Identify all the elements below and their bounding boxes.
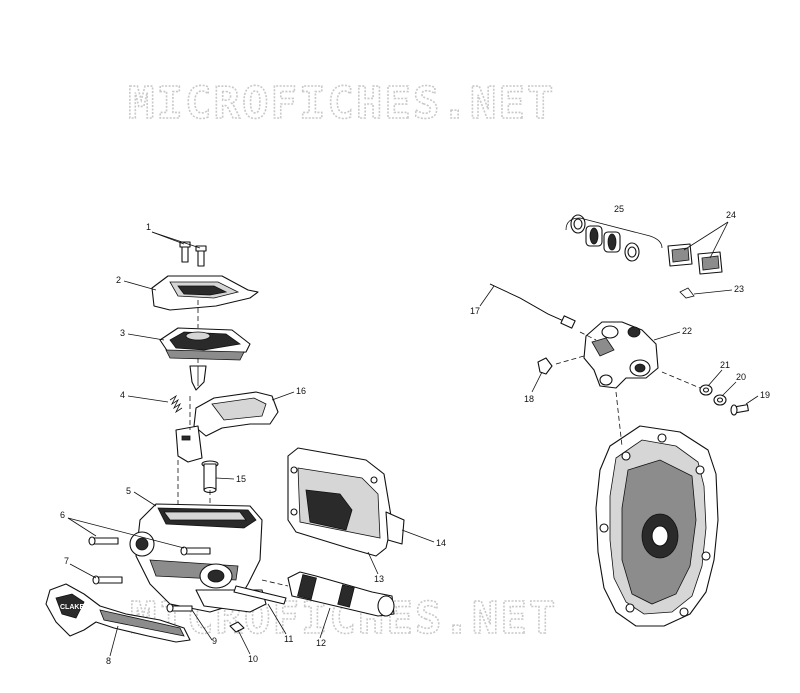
part-12-piston bbox=[287, 571, 395, 617]
callout-11: 11 bbox=[284, 634, 293, 644]
part-25-caliper-pistons bbox=[570, 214, 640, 262]
part-9-screw bbox=[166, 603, 193, 613]
callout-15: 15 bbox=[236, 474, 246, 484]
part-16-bracket bbox=[175, 391, 279, 463]
part-20-washer bbox=[713, 394, 727, 406]
callout-12: 12 bbox=[316, 638, 326, 648]
callout-20: 20 bbox=[736, 372, 746, 382]
callout-14: 14 bbox=[436, 538, 446, 548]
part-19-bolt bbox=[730, 404, 749, 416]
callout-25: 25 bbox=[614, 204, 624, 214]
part-22-caliper bbox=[583, 321, 659, 389]
watermark-top: MICROFICHES.NET bbox=[128, 78, 555, 129]
part-8-brake-lever: CLAKE bbox=[45, 583, 191, 643]
assembly-lines-left bbox=[177, 300, 289, 587]
part-18-bleeder bbox=[537, 357, 553, 375]
part-21-washer bbox=[699, 384, 713, 396]
callout-10: 10 bbox=[248, 654, 258, 664]
part-10-clip bbox=[229, 621, 245, 633]
part-13-clamp-cover bbox=[287, 447, 405, 557]
callout-18: 18 bbox=[524, 394, 534, 404]
part-3-diaphragm bbox=[159, 327, 251, 361]
callout-3: 3 bbox=[120, 328, 125, 338]
callout-6: 6 bbox=[60, 510, 65, 520]
part-7-screw bbox=[92, 575, 123, 585]
lever-brand-text: CLAKE bbox=[60, 604, 84, 611]
callout-2: 2 bbox=[116, 275, 121, 285]
part-2-reservoir-cover bbox=[151, 275, 259, 311]
part-5-master-cylinder-body bbox=[129, 503, 267, 613]
part-23-pad-clip bbox=[679, 287, 695, 299]
callout-7: 7 bbox=[64, 556, 69, 566]
callout-16: 16 bbox=[296, 386, 306, 396]
assembly-lines-right bbox=[555, 331, 701, 447]
callout-21: 21 bbox=[720, 360, 730, 370]
part-6-screw bbox=[88, 536, 119, 546]
callout-24: 24 bbox=[726, 210, 736, 220]
callout-22: 22 bbox=[682, 326, 692, 336]
part-11-bolt bbox=[233, 585, 287, 605]
gearcase-cover bbox=[595, 425, 719, 627]
callout-17: 17 bbox=[470, 306, 480, 316]
part-6-screw-b bbox=[180, 546, 211, 556]
plunger bbox=[189, 365, 207, 391]
part-4-spring bbox=[169, 394, 183, 414]
callouts: 1 2 3 4 5 6 7 8 9 10 11 12 bbox=[60, 204, 770, 666]
callout-4: 4 bbox=[120, 390, 125, 400]
part-15-pin bbox=[201, 460, 219, 494]
part-17-brake-line bbox=[489, 283, 576, 329]
callout-1: 1 bbox=[146, 222, 151, 232]
callout-23: 23 bbox=[734, 284, 744, 294]
callout-13: 13 bbox=[374, 574, 384, 584]
callout-5: 5 bbox=[126, 486, 131, 496]
callout-8: 8 bbox=[106, 656, 111, 666]
callout-19: 19 bbox=[760, 390, 770, 400]
callout-9: 9 bbox=[212, 636, 217, 646]
part-24-brake-pads bbox=[667, 243, 723, 275]
